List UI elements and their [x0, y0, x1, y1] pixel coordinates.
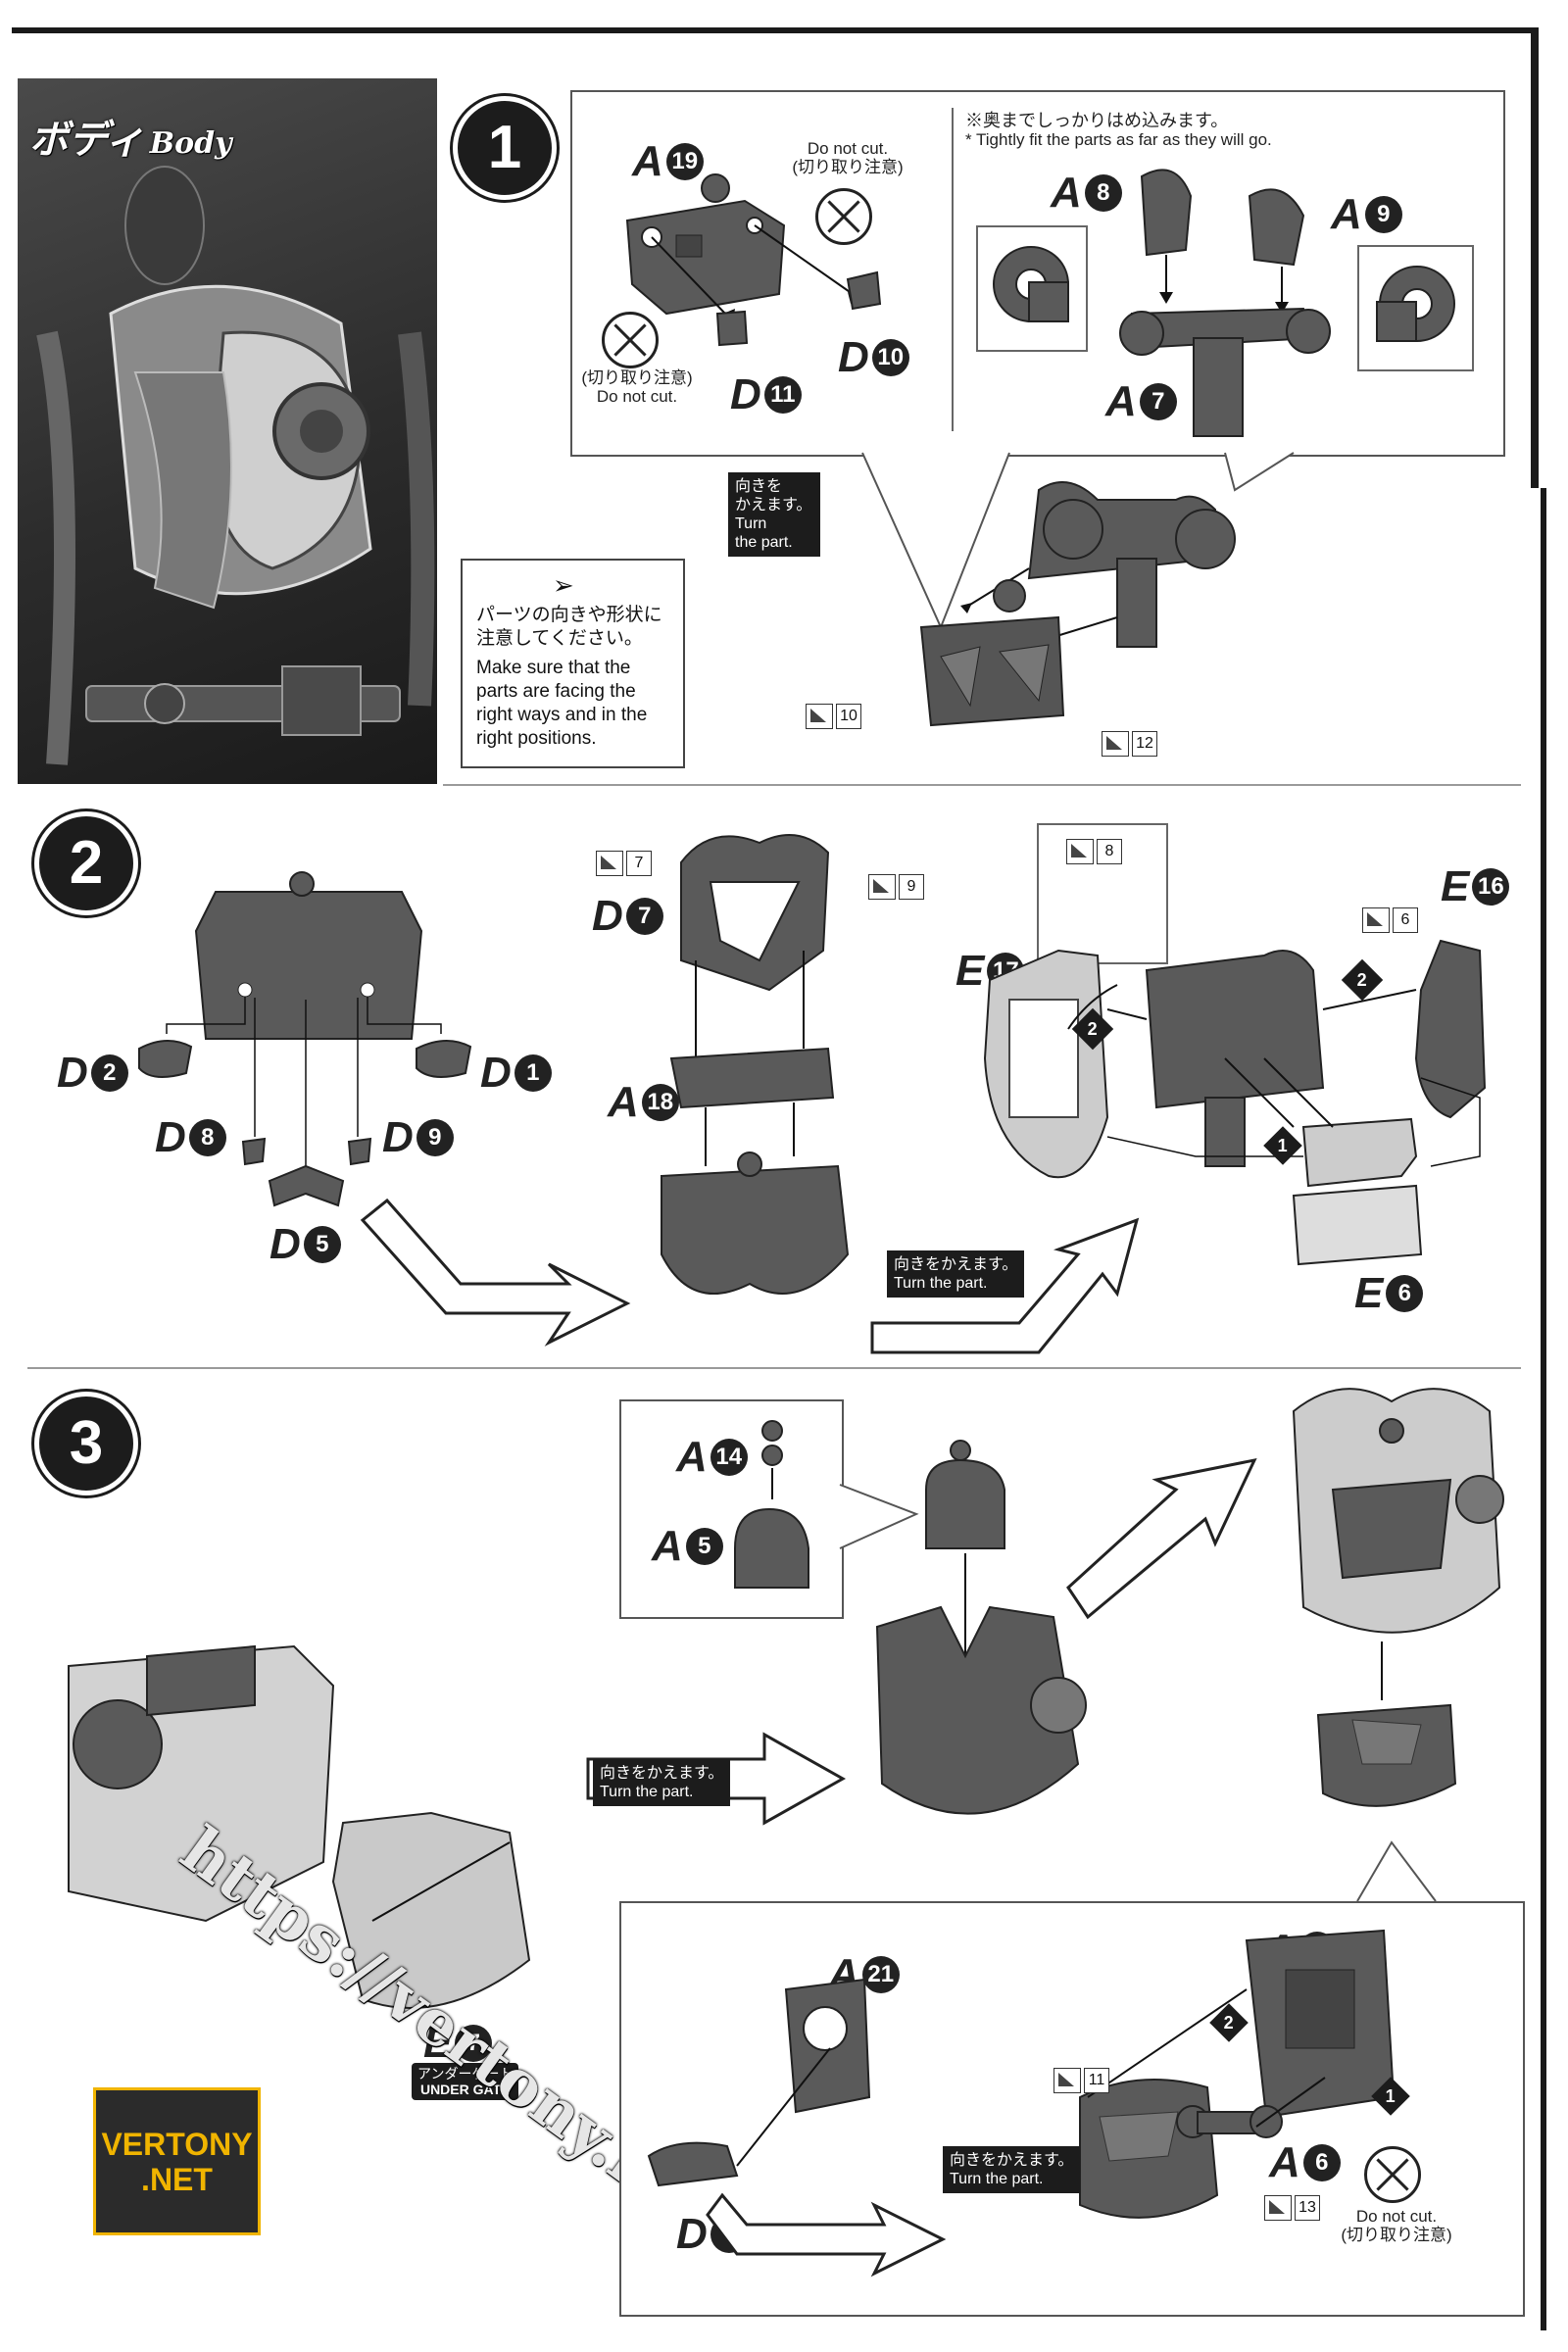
figure-photo-art [36, 166, 435, 765]
vertony-logo-text: VERTONY .NET [101, 2126, 253, 2197]
step2-right-art [983, 939, 1487, 1266]
do-not-cut-en-1: Do not cut. [807, 139, 889, 158]
step3-inset-art [647, 1929, 1396, 2278]
fit-note: ※奥までしっかりはめ込みます。 * Tightly fit the parts … [965, 111, 1357, 150]
step3-turn-ja-2: 向きをかえます。 [950, 2152, 1074, 2169]
gate-mark-13: 13 [1264, 2195, 1320, 2221]
under-gate-en: UNDER GATE [419, 2082, 511, 2097]
gate-mark-icon [1066, 839, 1094, 864]
do-not-cut-note-3: Do not cut. (切り取り注意) [1333, 2207, 1460, 2244]
step2-turn-ja: 向きをかえます。 [894, 1256, 1018, 1273]
part-a19-art [625, 173, 882, 347]
step2-turn-en: Turn the part. [894, 1275, 988, 1292]
step3-turn-en-2: Turn the part. [950, 2171, 1044, 2187]
gate-mark-11: 11 [1054, 2068, 1109, 2093]
under-gate-badge: アンダーゲート UNDER GATE [412, 2063, 519, 2100]
caution-box: ➢ パーツの向きや形状に 注意してください。 Make sure that th… [461, 559, 685, 768]
top-border [12, 27, 1539, 33]
gate-mark-9: 9 [868, 874, 924, 900]
fit-note-en: * Tightly fit the parts as far as they w… [965, 130, 1272, 149]
gate-mark-icon [1102, 731, 1129, 757]
gate-mark-icon [868, 874, 896, 900]
gate-mark-icon [1054, 2068, 1081, 2093]
gate-mark-10: 10 [806, 704, 861, 729]
do-not-cut-note-2: (切り取り注意) Do not cut. [578, 368, 696, 406]
caution-arrow-icon: ➢ [553, 570, 574, 600]
figure-photo [18, 78, 437, 784]
do-not-cut-ja-3: (切り取り注意) [1341, 2226, 1452, 2244]
right-border-lower [1541, 488, 1546, 2330]
section-title-ja-overlay: ボディ [29, 117, 145, 163]
section-title-overlay: ボディ Body [29, 108, 232, 165]
gate-mark-icon [1264, 2195, 1292, 2221]
step1-assembly-art [919, 481, 1236, 727]
gate-mark-6: 6 [1362, 907, 1418, 933]
step-separator-1 [443, 784, 1521, 786]
do-not-cut-ja-1: (切り取り注意) [792, 158, 904, 176]
step3-turn-ja-1: 向きをかえます。 [600, 1765, 724, 1782]
step1-turn-ja: 向きを かえます。 [735, 478, 812, 514]
no-cut-icon-1 [815, 188, 872, 245]
do-not-cut-note-1: Do not cut. (切り取り注意) [784, 139, 911, 176]
under-gate-ja: アンダーゲート [417, 2066, 514, 2082]
step1-turn-en: Turn the part. [735, 515, 793, 551]
step-2-badge: 2 [34, 811, 138, 915]
no-cut-icon-2 [602, 312, 659, 368]
parts-a7-a8-a9-art [993, 169, 1455, 437]
gate-mark-7: 7 [596, 851, 652, 876]
gate-mark-8: 8 [1066, 839, 1122, 864]
step3-turn-note-1: 向きをかえます。 Turn the part. [593, 1759, 731, 1806]
step-2-number: 2 [69, 829, 104, 897]
gate-mark-icon [1362, 907, 1390, 933]
gate-mark-icon [596, 851, 623, 876]
step1-turn-note: 向きを かえます。 Turn the part. [728, 472, 820, 557]
step-separator-2 [27, 1367, 1521, 1369]
do-not-cut-ja-2: (切り取り注意) [581, 368, 693, 387]
step2-turn-note: 向きをかえます。 Turn the part. [887, 1250, 1025, 1298]
caution-ja: パーツの向きや形状に 注意してください。 [476, 605, 662, 649]
gate-mark-icon [806, 704, 833, 729]
fit-note-ja: ※奥までしっかりはめ込みます。 [965, 111, 1229, 130]
step2-middle-art [661, 834, 850, 1295]
do-not-cut-en-2: Do not cut. [596, 387, 678, 406]
right-border [1531, 27, 1539, 488]
step-1-number: 1 [487, 114, 522, 181]
section-title-en-overlay: Body [149, 126, 232, 161]
do-not-cut-en-3: Do not cut. [1355, 2207, 1438, 2226]
e17-detail-box [1037, 823, 1168, 964]
step-3-badge: 3 [34, 1392, 138, 1495]
gate-mark-12: 12 [1102, 731, 1157, 757]
step-1-badge: 1 [453, 96, 557, 200]
caution-en: Make sure that the parts are facing the … [476, 658, 648, 749]
vertony-logo: VERTONY .NET [93, 2087, 261, 2235]
no-cut-icon-3 [1364, 2146, 1421, 2203]
step3-turn-en-1: Turn the part. [600, 1784, 694, 1800]
step-3-number: 3 [69, 1409, 104, 1477]
step2-face-art [138, 871, 472, 1207]
step3-turn-note-2: 向きをかえます。 Turn the part. [943, 2146, 1081, 2193]
